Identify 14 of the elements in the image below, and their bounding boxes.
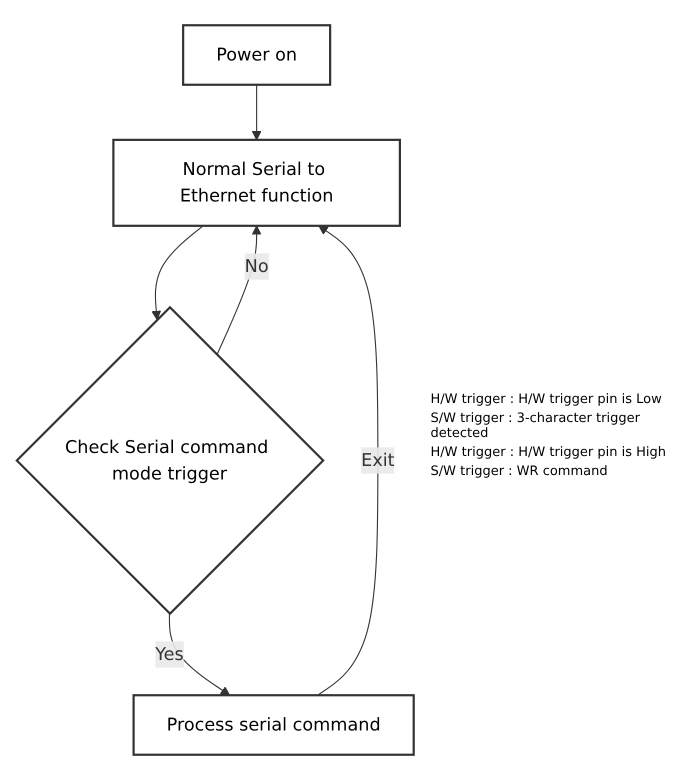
arrow [151,225,204,320]
node-box: Power on [182,24,332,86]
node-box: Process serial command [132,694,415,756]
node-diamond: Check Serial command mode trigger [15,306,325,616]
condition-note: H/W trigger : H/W trigger pin is Low [430,392,663,407]
condition-note: H/W trigger : H/W trigger pin is High [430,445,668,460]
edge-label: Yes [155,643,184,664]
edge-label: No [244,256,269,276]
condition-note: S/W trigger : WR command [430,464,609,479]
node-box: Normal Serial to Ethernet function [112,138,401,227]
edge-label: Exit [361,450,395,470]
arrow [252,84,262,140]
condition-note: S/W trigger : 3-character trigger detected [430,411,641,441]
arrow [317,225,378,696]
